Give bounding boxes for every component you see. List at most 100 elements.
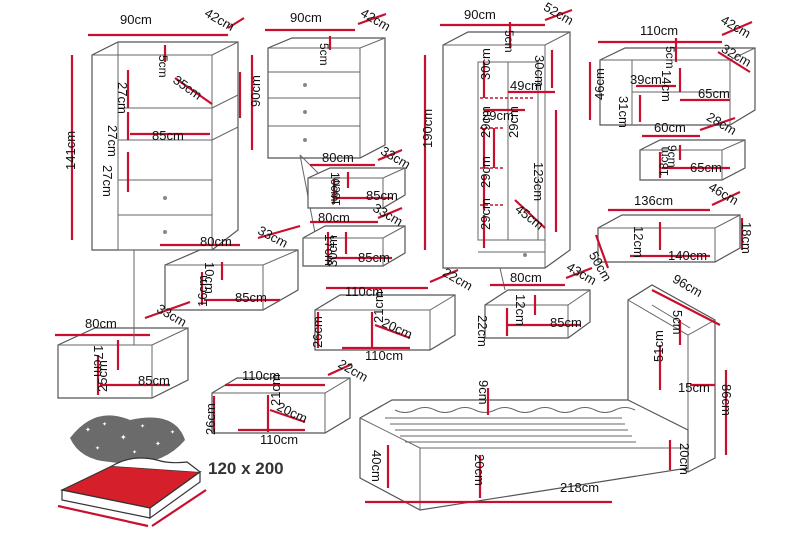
bookcase-drawer-a-inner-h-label: 10cm: [202, 262, 217, 294]
bookcase-depth-label: 42cm: [202, 5, 237, 34]
svg-text:✦: ✦: [102, 421, 107, 428]
dresser-drawer-b: 80cm 33cm 30cm 17cm 85cm: [302, 200, 406, 267]
bed-leg-label: 20cm: [472, 454, 487, 486]
wardrobe-drawer-inner-h-label: 12cm: [513, 294, 528, 326]
bed-frame: 218cm 40cm 9cm 20cm 20cm 96cm 5cm 51cm 1…: [359, 271, 734, 511]
bookcase-drawer-a: 80cm 33cm 16cm 10cm 85cm: [160, 223, 301, 311]
wall-shelf-b-inner-w-label: 110cm: [260, 432, 298, 447]
dresser-depth-label: 42cm: [358, 5, 393, 34]
wall-shelf-b-width-label: 110cm: [242, 368, 280, 383]
headboard-inner-label: 51cm: [651, 330, 666, 362]
svg-text:✦: ✦: [85, 426, 91, 434]
cabinet-drawer-inner-w-label: 65cm: [690, 160, 722, 175]
svg-text:✦: ✦: [170, 429, 175, 436]
wardrobe-c2-label: 29cm: [482, 108, 514, 123]
bed-slat-label: 9cm: [476, 380, 491, 405]
wardrobe-mid-label: 30cm: [532, 55, 547, 87]
bookcase-drawer-a-height-label: 16cm: [195, 275, 210, 307]
wardrobe-rail-label: 49cm: [510, 78, 542, 93]
bed-drawer-width-label: 136cm: [634, 193, 673, 208]
dresser-top-label: 5cm: [317, 43, 331, 66]
wardrobe-height-label: 190cm: [420, 109, 435, 148]
dresser-height-label: 90cm: [248, 75, 263, 107]
wall-shelf-a: 110cm 22cm 26cm 21cm 20cm 110cm: [310, 265, 475, 363]
bed-foot-label: 20cm: [677, 443, 692, 475]
cabinet-drawer-height-label: 18cm: [657, 147, 671, 176]
wardrobe-drawer-height-label: 22cm: [475, 315, 490, 347]
bookcase-drawer-b-height-label: 25cm: [95, 360, 110, 392]
wall-shelf-a-depth-label: 22cm: [440, 265, 475, 294]
bed-height-label: 40cm: [369, 450, 384, 482]
bed-drawer: 136cm 46cm 18cm 50cm 12cm 140cm: [586, 179, 754, 284]
wall-shelf-a-inner-w-label: 110cm: [365, 348, 403, 363]
dresser-drawer-a-height-label: 16cm: [329, 177, 343, 206]
hanging-cabinet: 110cm 42cm 46cm 5cm 32cm 39cm 14cm 31cm …: [588, 12, 756, 128]
wardrobe-drawer: 80cm 43cm 22cm 12cm 85cm: [475, 259, 599, 347]
dresser-width-label: 90cm: [290, 10, 322, 25]
bookcase-drawer-a-inner-w-label: 85cm: [235, 290, 267, 305]
dresser-drawer-b-height-label: 30cm: [325, 235, 340, 267]
bookcase-drawer-b-width-label: 80cm: [85, 316, 117, 331]
svg-text:✦: ✦: [140, 423, 145, 430]
dresser-drawer-b-inner-h-label: 17cm: [322, 234, 337, 266]
bookcase-drawer-b-inner-w-label: 85cm: [138, 373, 170, 388]
bookcase-drawer-b: 80cm 33cm 25cm 17cm 85cm: [55, 250, 191, 399]
bookcase-height-label: 141cm: [63, 131, 78, 170]
hanging-cabinet-top-label: 5cm: [663, 46, 677, 69]
headboard-depth-label: 96cm: [670, 271, 705, 300]
hanging-cabinet-height-label: 46cm: [592, 68, 607, 100]
mattress-icon: ✦ ✦ ✦ ✦ ✦ ✦ ✦ ✦: [57, 415, 207, 528]
bookcase-drawer-b-inner-h-label: 17cm: [91, 345, 106, 377]
headboard-top-label: 5cm: [670, 310, 685, 335]
bookcase-gap3-label: 27cm: [100, 165, 115, 197]
hanging-cabinet-w1-label: 39cm: [630, 72, 662, 87]
wardrobe-drawer-inner-w-label: 85cm: [550, 315, 582, 330]
bookcase-gap1-label: 27cm: [115, 82, 130, 114]
bed-length-label: 218cm: [560, 480, 599, 495]
cabinet-drawer-inner-h-label: 9cm: [665, 145, 679, 168]
dresser-drawer-a-inner-w-label: 85cm: [366, 188, 398, 203]
wardrobe-c3-label: 29cm: [478, 106, 493, 138]
headboard-height-label: 86cm: [719, 384, 734, 416]
bookcase: 90cm 42cm 141cm 5cm 27cm 35cm 27cm 85cm …: [63, 5, 245, 251]
wardrobe-right-label: 123cm: [531, 162, 546, 201]
wall-shelf-a-height-label: 26cm: [310, 316, 325, 348]
cabinet-drawer-width-label: 60cm: [654, 120, 686, 135]
wardrobe-width-label: 90cm: [464, 7, 496, 22]
svg-text:✦: ✦: [155, 440, 161, 448]
svg-text:✦: ✦: [95, 445, 100, 452]
wall-shelf-b-inner-h-label: 21cm: [268, 374, 283, 406]
dresser-drawer-b-width-label: 80cm: [318, 210, 350, 225]
hanging-cabinet-width-label: 110cm: [640, 23, 678, 38]
wardrobe-c6-label: 29cm: [478, 198, 493, 230]
wall-shelf-a-width-label: 110cm: [345, 284, 383, 299]
wall-shelf-b-height-label: 26cm: [203, 403, 218, 435]
headboard-side-label: 15cm: [678, 380, 710, 395]
bed-drawer-inner-h-label: 12cm: [631, 226, 646, 258]
bed-drawer-height-label: 18cm: [739, 222, 754, 254]
wall-shelf-b: 110cm 22cm 26cm 21cm 20cm 110cm: [203, 356, 371, 447]
wardrobe-top-label: 5cm: [502, 30, 516, 53]
bookcase-drawer-a-width-label: 80cm: [200, 234, 232, 249]
hanging-cabinet-w2-label: 65cm: [698, 86, 730, 101]
bookcase-depth-line: [227, 17, 245, 29]
wardrobe-drawer-width-label: 80cm: [510, 270, 542, 285]
cabinet-drawer: 60cm 28cm 18cm 9cm 65cm: [639, 109, 746, 181]
wardrobe-c5-label: 29cm: [478, 156, 493, 188]
wardrobe-depth-label: 52cm: [541, 0, 576, 28]
dresser-drawer-a-inner-h-label: 10cm: [328, 172, 342, 201]
dresser: 90cm 42cm 90cm 5cm: [248, 5, 393, 239]
hanging-cabinet-depth-label: 42cm: [718, 12, 753, 41]
wardrobe: 90cm 52cm 190cm 5cm 30cm 49cm 30cm 29cm …: [420, 0, 576, 269]
dresser-drawer-b-inner-w-label: 85cm: [358, 250, 390, 265]
bed-size-label: 120 x 200: [208, 459, 284, 478]
dresser-drawer-a-width-label: 80cm: [322, 150, 354, 165]
dresser-drawer-a: 80cm 33cm 16cm 10cm 85cm: [307, 143, 413, 209]
bookcase-shelf-width-label: 85cm: [152, 128, 184, 143]
hanging-cabinet-h1-label: 14cm: [659, 70, 674, 102]
bed-drawer-inner-w-label: 140cm: [668, 248, 707, 263]
bed-slats: [385, 407, 636, 443]
hanging-cabinet-h2-label: 31cm: [616, 96, 631, 128]
bookcase-drawer-a-depth-label: 33cm: [255, 223, 290, 251]
